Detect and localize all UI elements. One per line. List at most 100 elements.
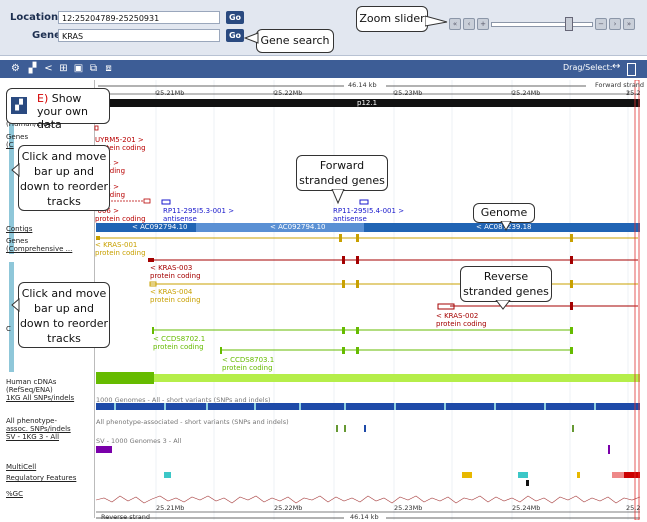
zoom-slider-callout: Zoom slider [356, 6, 428, 32]
track-label-fragment: C [6, 325, 11, 333]
forward-gene-label-1[interactable]: UYRM5-201 >protein coding [95, 136, 146, 152]
zoom-minus-icon[interactable]: − [595, 18, 607, 30]
regulatory-marks [164, 472, 640, 486]
reverse-strand-label: Reverse strand [101, 513, 151, 521]
location-label: Location: [10, 12, 63, 23]
genome-tracks-svg [94, 80, 641, 520]
bottom-tick-label-3: 25.23Mb [394, 504, 423, 512]
tick-label-1: 25.21Mb [156, 89, 185, 97]
tick-label-4: 25.24Mb [512, 89, 541, 97]
gene-search-callout: Gene search [256, 29, 334, 53]
kg-variant-bar [96, 403, 640, 410]
share-icon[interactable]: < [44, 63, 53, 74]
drag-select-label: Drag/Select: [563, 63, 613, 72]
zoom-plus-icon[interactable]: + [477, 18, 489, 30]
drag-arrow-icon[interactable]: ↔ [612, 61, 621, 72]
image-toolbar [0, 60, 647, 78]
kg-snps-label[interactable]: 1KG All SNPs/indels [6, 394, 75, 402]
regulatory-features-label[interactable]: Regulatory Features [6, 474, 77, 482]
zoom-out-far-icon[interactable]: « [449, 18, 461, 30]
left-label-fragment: (Human/ENA) [6, 120, 54, 128]
reorder-callout-top-pointer [11, 163, 20, 177]
sv-label[interactable]: SV - 1KG 3 - All [6, 433, 60, 441]
genes-comprehensive-label: Genes [6, 237, 29, 245]
human-cdnas-label: Human cDNAs [6, 378, 57, 386]
forward-gene-label-4[interactable]: -006 >protein coding [95, 207, 146, 223]
highlight-edge [634, 80, 640, 520]
show-data-text: Show your own data [37, 92, 88, 131]
forward-genes-callout-pointer [331, 189, 345, 205]
upload-data-icon[interactable]: ▞ [11, 97, 27, 114]
gear-icon[interactable]: ⚙ [11, 63, 20, 74]
genes-comprehensive-sublabel[interactable]: (Comprehensive ... [6, 245, 73, 253]
scale-length-bottom: 46.14 kb [350, 513, 379, 521]
tick-label-3: 25.23Mb [394, 89, 423, 97]
custom-data-icon[interactable]: ▞ [28, 63, 37, 74]
location-input[interactable]: 12:25204789-25250931 [58, 11, 220, 24]
reorder-callout-top: Click and move bar up and down to reorde… [18, 145, 110, 211]
contig-bar-dark-right [364, 223, 640, 232]
track-drag-handle-1[interactable] [9, 124, 14, 254]
phenotype-track-text: All phenotype-associated - short variant… [96, 418, 289, 426]
sv-bar [96, 446, 112, 453]
phenotype-marks [336, 425, 574, 432]
reset-tracks-icon[interactable]: ⧉ [89, 63, 98, 74]
sv-mark [608, 445, 610, 454]
location-go-button[interactable]: Go [226, 11, 244, 24]
zoom-slider-handle[interactable] [565, 17, 573, 31]
reorder-callout-bottom-pointer [11, 298, 20, 312]
zoom-in-far-icon[interactable]: » [623, 18, 635, 30]
reverse-genes-callout-pointer [495, 300, 511, 310]
bottom-tick-label-1: 25.21Mb [156, 504, 185, 512]
contig-label-3[interactable]: < AC087239.18 [476, 223, 532, 231]
sv-track-text: SV - 1000 Genomes 3 - All [96, 437, 182, 445]
antisense-gene-label-1[interactable]: RP11-295I5.3-001 >antisense [163, 207, 235, 223]
genes-merged-sublabel[interactable]: (C [6, 141, 14, 149]
gc-label[interactable]: %GC [6, 490, 23, 498]
ruler-ticks [155, 91, 629, 94]
resize-icon[interactable]: ⊞ [59, 63, 68, 74]
band-label: p12.1 [357, 99, 378, 107]
human-cdnas-sublabel: (RefSeq/ENA) [6, 386, 53, 394]
zoom-slider-track[interactable] [491, 22, 593, 27]
contig-bar-dark-left [96, 223, 196, 232]
select-box-icon[interactable] [627, 63, 636, 76]
zoom-out-icon[interactable]: ‹ [463, 18, 475, 30]
gc-line [95, 495, 641, 504]
antisense-gene-label-2[interactable]: RP11-295I5.4-001 >antisense [333, 207, 405, 223]
forward-genes-callout: Forward stranded genes [296, 155, 388, 191]
gene-input[interactable]: KRAS [58, 29, 220, 42]
bottom-tick-label-2: 25.22Mb [274, 504, 303, 512]
genes-merged-label: Genes [6, 133, 29, 141]
tick-label-2: 25.22Mb [274, 89, 303, 97]
tick-label-5: 25.2 [626, 89, 641, 97]
phenotype-label: All phenotype- [6, 417, 57, 425]
show-data-callout: E) Show your own data [6, 88, 110, 131]
contigs-label[interactable]: Contigs [6, 225, 33, 233]
kg-variant-marks [114, 403, 596, 410]
contig-label-2[interactable]: < AC092794.10 [270, 223, 326, 231]
kg-track-text: 1000 Genomes - All - short variants (SNP… [96, 396, 271, 404]
zoom-slider-callout-pointer [425, 15, 448, 27]
image-export-icon[interactable]: ▣ [73, 63, 84, 74]
forward-strand-label: Forward strand [595, 81, 645, 89]
reverse-genes-callout: Reverse stranded genes [460, 266, 552, 302]
show-data-prefix: E) [37, 92, 49, 105]
gene-go-button[interactable]: Go [226, 29, 244, 42]
genome-callout-pointer [500, 221, 512, 231]
phenotype-sublabel[interactable]: assoc. SNPs/indels [6, 425, 71, 433]
multicell-label[interactable]: MultiCell [6, 463, 37, 471]
zoom-in-icon[interactable]: › [609, 18, 621, 30]
gene-label: Gene: [32, 30, 65, 41]
genome-callout: Genome [473, 203, 535, 223]
chromosome-band [96, 99, 640, 107]
contig-label-1[interactable]: < AC092794.10 [132, 223, 188, 231]
track-drag-handle-2[interactable] [9, 262, 14, 372]
reset-order-icon[interactable]: ⧈ [105, 63, 112, 74]
